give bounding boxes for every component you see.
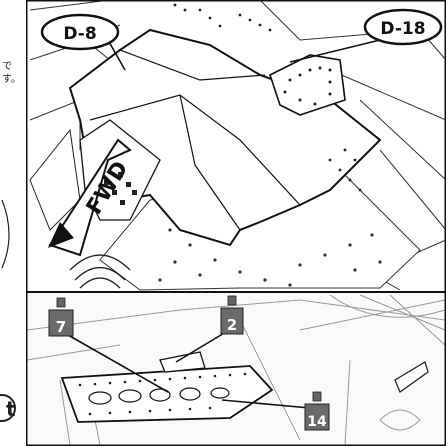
callout-d8-label: D-8 xyxy=(63,24,96,44)
corner-circle xyxy=(0,394,16,422)
side-text: で す。 xyxy=(2,60,21,86)
callout-d18-label: D-18 xyxy=(380,19,425,39)
left-margin: で す。 xyxy=(0,0,26,447)
callout-d18: D-18 xyxy=(289,8,443,63)
top-panel: FWD D-8 D-18 xyxy=(29,0,447,291)
fwd-arrow-shape xyxy=(48,138,132,257)
part-marker-7-label: 7 xyxy=(56,318,66,336)
leader-14 xyxy=(221,399,311,409)
leader-2 xyxy=(175,331,227,363)
fwd-arrow-head xyxy=(48,222,74,248)
callout-d8: D-8 xyxy=(40,13,126,71)
page-frame xyxy=(26,0,446,446)
tray-part xyxy=(60,365,274,423)
corner-glyph: t xyxy=(6,397,16,421)
margin-arc xyxy=(1,199,10,269)
side-text-line-1: で xyxy=(2,61,12,72)
bottom-panel: 7 2 14 xyxy=(26,293,446,446)
part-marker-2: 2 xyxy=(220,295,244,335)
part-marker-14-label: 14 xyxy=(307,414,327,430)
leader-7 xyxy=(67,334,169,393)
part-marker-2-label: 2 xyxy=(227,316,237,334)
part-marker-7: 7 xyxy=(48,297,74,337)
part-marker-14: 14 xyxy=(304,391,330,431)
side-text-line-2: す。 xyxy=(2,74,21,85)
